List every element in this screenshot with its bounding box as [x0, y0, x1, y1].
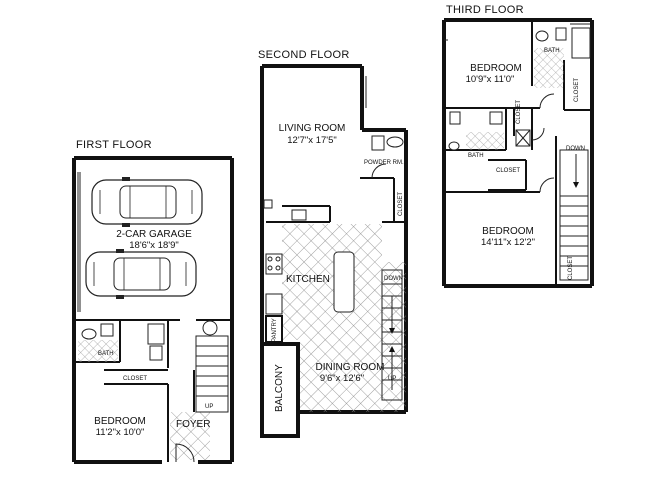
powder-label: POWDER RM.: [364, 160, 404, 166]
toilet-icon: [555, 27, 567, 41]
living-dims: 12'7"x 17'5": [287, 135, 336, 146]
first-bedroom-dims: 11'2"x 10'0": [96, 427, 145, 438]
sink-icon: [448, 141, 460, 151]
kitchen-appliances: [263, 199, 307, 315]
sink-icon: [535, 30, 549, 42]
refrigerator-icon: [265, 293, 283, 315]
first-floor-walls: [72, 156, 234, 464]
first-closet-label: CLOSET: [123, 376, 147, 382]
dining-dims: 9'6"x 12'6": [320, 373, 364, 384]
toilet-icon: [100, 323, 114, 337]
front-door-icon: [175, 443, 195, 463]
toilet-icon: [371, 135, 385, 151]
powder-room: POWDER RM.: [364, 135, 404, 179]
powder-door-icon: [371, 163, 387, 179]
car-top-icon: [91, 176, 203, 228]
balcony: [260, 342, 300, 438]
first-bath-label: BATH: [98, 351, 114, 357]
third-floor-title: THIRD FLOOR: [446, 4, 524, 16]
first-stairs: UP: [195, 320, 229, 413]
second-stairs: DOWN UP: [381, 269, 403, 401]
third-bedroom2-label: BEDROOM: [482, 226, 534, 237]
second-closet-label: CLOSET: [398, 192, 404, 216]
third-closet4-label: CLOSET: [568, 256, 574, 280]
stove-icon: [265, 253, 283, 275]
second-up-label: UP: [388, 376, 396, 382]
car-bottom-icon: [85, 248, 197, 300]
living-label: LIVING ROOM: [279, 123, 346, 134]
second-floor-title: SECOND FLOOR: [258, 49, 350, 61]
toilet-icon: [449, 111, 461, 125]
second-floor: SECOND FLOOR LIVING ROOM 12'7"x 17'5": [258, 49, 408, 438]
third-bath2: BATH: [448, 111, 531, 159]
third-closet1-label: CLOSET: [574, 78, 580, 102]
garage-label: 2-CAR GARAGE: [116, 229, 192, 240]
dishwasher-icon: [263, 199, 273, 209]
kitchen-label: KITCHEN: [286, 274, 330, 285]
pantry-label: PANTRY: [272, 318, 278, 342]
third-down-label: DOWN: [566, 146, 585, 152]
first-stairs-mark: UP: [205, 404, 213, 410]
door-swing-icon: [539, 177, 555, 193]
third-closet3-label: CLOSET: [496, 168, 520, 174]
dining-label: DINING ROOM: [316, 362, 385, 373]
sink-icon: [386, 136, 404, 148]
first-floor: FIRST FLOOR 2-CA: [72, 139, 234, 464]
third-bedroom2-dims: 14'11"x 12'2": [481, 237, 535, 248]
shower-icon: [147, 323, 165, 345]
kitchen-sink-icon: [291, 209, 307, 221]
balcony-label: BALCONY: [274, 364, 285, 412]
first-floor-title: FIRST FLOOR: [76, 139, 152, 151]
third-bedroom1-label: BEDROOM: [470, 63, 522, 74]
third-stairs: DOWN: [559, 146, 589, 281]
first-bedroom-label: BEDROOM: [94, 416, 146, 427]
vanity-icon: [489, 111, 503, 125]
foyer-tile: [170, 412, 210, 460]
kitchen-dining-tile: [282, 224, 406, 412]
third-floor: THIRD FLOOR: [442, 4, 594, 288]
door-swing-icon: [539, 93, 555, 109]
third-bath1: BATH: [534, 27, 591, 88]
washer-icon: [149, 345, 163, 361]
sink-icon: [81, 328, 97, 340]
garage-dims: 18'6"x 18'9": [129, 240, 178, 251]
kitchen-island: [333, 251, 355, 313]
bath-tile: [78, 340, 118, 362]
third-bath1-label: BATH: [544, 48, 560, 54]
third-floor-walls: [442, 18, 594, 288]
tub-icon: [571, 27, 591, 59]
second-down-label: DOWN: [384, 276, 403, 282]
third-closet2-label: CLOSET: [516, 100, 522, 124]
foyer-label: FOYER: [176, 419, 210, 430]
first-bath: BATH: [78, 323, 165, 362]
third-bedroom1-dims: 10'9"x 11'0": [466, 74, 515, 85]
door-swing-icon: [531, 127, 545, 141]
water-heater-icon: [202, 320, 218, 336]
third-bath2-label: BATH: [468, 153, 484, 159]
